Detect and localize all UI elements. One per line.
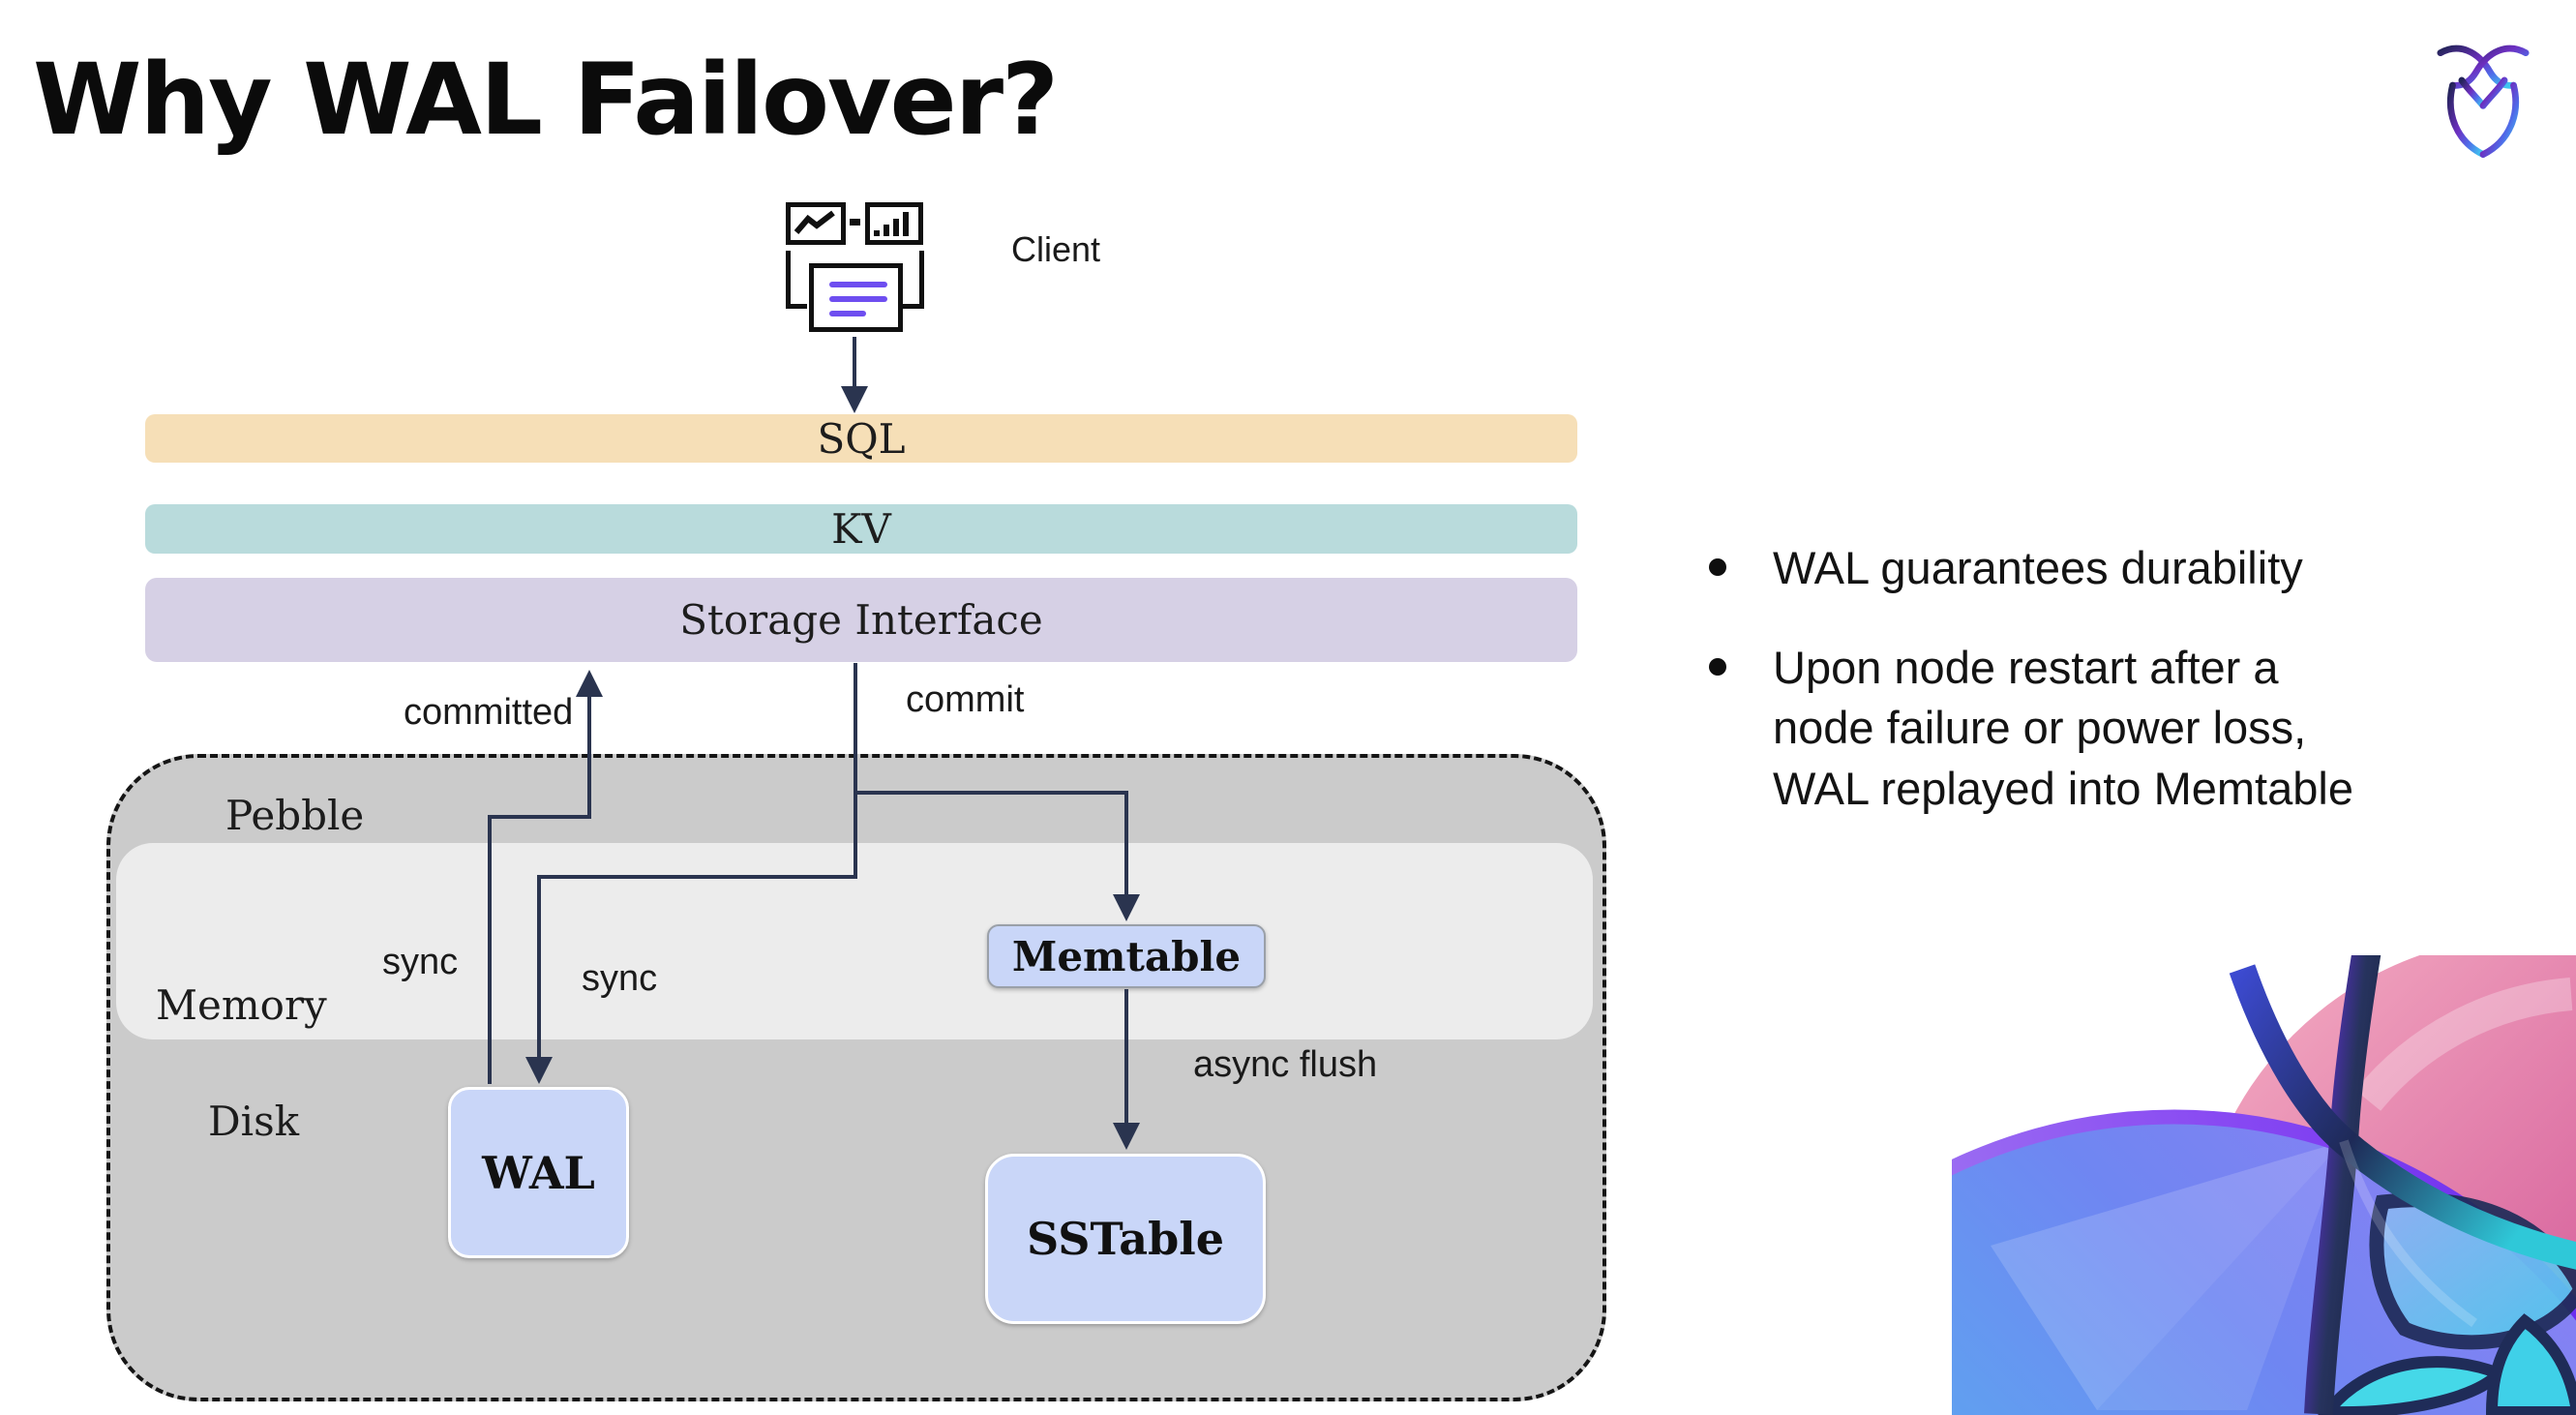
layer-storage-interface: Storage Interface: [145, 578, 1577, 662]
layer-storage-interface-label: Storage Interface: [679, 596, 1043, 644]
wal-node: WAL: [448, 1087, 629, 1258]
client-label: Client: [1011, 229, 1101, 269]
line-chart-icon: [786, 202, 846, 245]
list-item: Upon node restart after a node failure o…: [1709, 638, 2551, 820]
cockroachdb-logo-icon: [2437, 45, 2530, 159]
bracket-right: [903, 251, 924, 309]
sstable-node: SSTable: [985, 1154, 1266, 1324]
decor-purple-rim: [1952, 1109, 2576, 1321]
bullet-dot-icon: [1709, 657, 1726, 676]
memtable-label: Memtable: [1011, 932, 1242, 980]
bar-chart-icon: [865, 202, 923, 245]
layer-sql: SQL: [145, 414, 1577, 463]
decor-cross-curve: [2229, 964, 2576, 1270]
committed-edge-label: committed: [404, 692, 574, 733]
disk-label: Disk: [208, 1098, 300, 1145]
bullet-list: WAL guarantees durability Upon node rest…: [1709, 538, 2551, 819]
memory-label: Memory: [156, 981, 327, 1029]
connector-dash: [850, 219, 860, 226]
wal-label: WAL: [482, 1146, 595, 1199]
layer-sql-label: SQL: [817, 414, 906, 463]
async-flush-edge-label: async flush: [1193, 1044, 1378, 1085]
list-item: WAL guarantees durability: [1709, 538, 2551, 599]
bracket-left: [786, 251, 807, 309]
sync-left-edge-label: sync: [382, 942, 459, 982]
slide-title: Why WAL Failover?: [33, 43, 1059, 158]
sync-right-edge-label: sync: [582, 958, 658, 999]
client-icon: [782, 196, 929, 340]
bullet-dot-icon: [1709, 558, 1726, 576]
bullet-text: Upon node restart after a node failure o…: [1773, 641, 2353, 814]
brand-decoration: [1952, 955, 2576, 1415]
memory-band: [116, 843, 1593, 1039]
pebble-label: Pebble: [225, 792, 365, 839]
document-icon: [809, 263, 903, 332]
layer-kv: KV: [145, 504, 1577, 554]
memtable-node: Memtable: [987, 924, 1266, 988]
sstable-label: SSTable: [1027, 1213, 1224, 1265]
commit-edge-label: commit: [906, 679, 1025, 720]
layer-kv-label: KV: [831, 505, 891, 553]
bullet-text: WAL guarantees durability: [1773, 542, 2303, 593]
